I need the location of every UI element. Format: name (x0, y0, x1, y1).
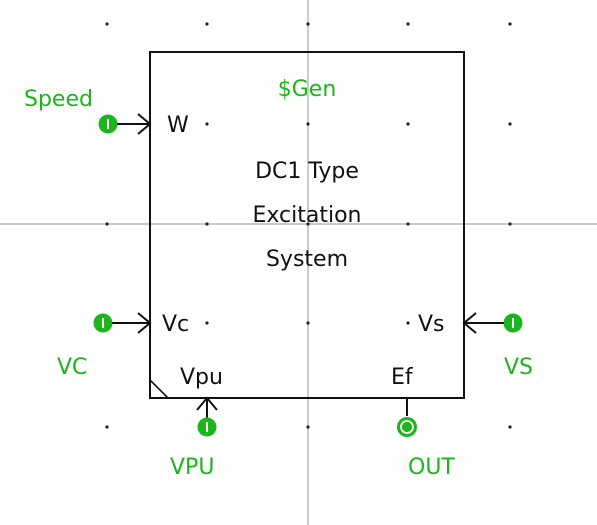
block-description-line-2: Excitation (253, 203, 362, 228)
grid-dot (205, 222, 209, 226)
exciter-block[interactable]: $Gen DC1 Type Excitation System (149, 51, 465, 399)
block-corner-mark (149, 379, 169, 399)
port-ef[interactable]: Ef OUT (391, 365, 455, 480)
port-vc[interactable]: Vc VC (57, 312, 189, 380)
arrow-left-icon-vs (462, 312, 477, 334)
signal-label-vpu: VPU (170, 455, 214, 480)
grid-dot (406, 22, 410, 26)
block-description-line-1: DC1 Type (255, 159, 359, 184)
arrow-right-icon-vc (137, 312, 152, 334)
grid-dot (306, 321, 310, 325)
grid-dot (105, 425, 109, 429)
grid-dot (205, 22, 209, 26)
signal-label-vs: VS (504, 355, 533, 380)
grid-dot (205, 321, 209, 325)
port-label-vpu: Vpu (180, 365, 223, 390)
port-label-vc: Vc (162, 312, 189, 337)
port-vpu[interactable]: Vpu VPU (170, 365, 223, 480)
grid-dot (306, 122, 310, 126)
block-body[interactable] (149, 51, 465, 399)
grid-dot (508, 425, 512, 429)
port-label-ef: Ef (391, 365, 414, 390)
output-terminal-ring (400, 420, 414, 434)
block-description-line-3: System (266, 247, 348, 272)
port-w[interactable]: Speed W (24, 87, 189, 138)
grid-dot (205, 122, 209, 126)
grid-dot (105, 222, 109, 226)
grid-dot (306, 425, 310, 429)
block-title: $Gen (278, 77, 337, 102)
signal-label-out: OUT (408, 455, 455, 480)
output-terminal-dot (404, 424, 410, 430)
arrow-right-icon-w (137, 113, 152, 135)
port-label-vs: Vs (418, 312, 445, 337)
port-label-w: W (167, 113, 189, 138)
grid-dot (306, 22, 310, 26)
grid-dot (508, 22, 512, 26)
signal-label-vc: VC (57, 355, 87, 380)
port-vs[interactable]: Vs VS (418, 312, 533, 380)
grid-dot (105, 22, 109, 26)
signal-label-speed: Speed (24, 87, 93, 112)
grid-dot (306, 222, 310, 226)
grid-dot (508, 122, 512, 126)
grid-dot (406, 122, 410, 126)
grid-dot (406, 222, 410, 226)
grid-dot (406, 321, 410, 325)
grid-dot (508, 222, 512, 226)
